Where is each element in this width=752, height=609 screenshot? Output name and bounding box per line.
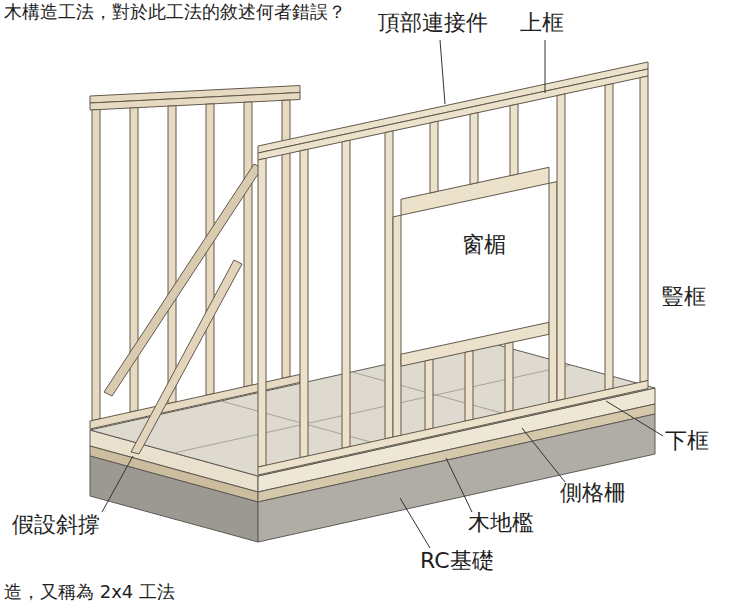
caption-fragment: 木構造工法，對於此工法的敘述何者錯誤？ xyxy=(4,2,346,23)
part-label: 下框 xyxy=(665,428,709,453)
stud xyxy=(640,76,648,382)
king-stud xyxy=(557,94,565,401)
part-label: 頂部連接件 xyxy=(378,10,488,35)
leader-lines xyxy=(102,40,663,548)
caption-fragment: 造，又稱為 2x4 工法 xyxy=(4,582,175,603)
cripple-stud xyxy=(465,351,473,421)
trimmer-stud xyxy=(549,182,557,403)
window-wall xyxy=(258,62,648,475)
stud xyxy=(244,102,252,387)
cap-plate xyxy=(258,62,648,153)
top-plate xyxy=(258,69,648,160)
temporary-brace xyxy=(131,260,242,454)
left-wall xyxy=(90,86,300,430)
cripple-stud xyxy=(425,359,433,430)
leader-line xyxy=(440,40,445,104)
leader-line xyxy=(522,428,565,482)
stud xyxy=(605,84,613,391)
trimmer-stud xyxy=(393,215,401,437)
cripple-stud xyxy=(510,104,518,176)
part-label: 側格柵 xyxy=(560,480,626,505)
leader-line xyxy=(102,456,133,512)
cripple-stud xyxy=(505,342,513,412)
stud xyxy=(168,106,176,404)
part-label: 假設斜撐 xyxy=(12,512,100,537)
cripple-stud xyxy=(470,113,478,185)
part-label: 窗楣 xyxy=(462,232,506,257)
window-sill xyxy=(401,322,549,366)
cripple-stud xyxy=(430,121,438,193)
part-label: 上框 xyxy=(520,10,564,35)
bottom-plate xyxy=(258,381,648,476)
bottom-plate xyxy=(90,374,300,429)
king-stud xyxy=(385,131,393,439)
top-plate xyxy=(90,93,300,111)
stud xyxy=(342,140,350,448)
stud xyxy=(258,158,266,467)
part-label: 木地檻 xyxy=(468,510,534,535)
leader-line xyxy=(606,401,663,436)
part-label: 豎框 xyxy=(662,284,706,309)
part-label: RC基礎 xyxy=(420,548,494,573)
stud xyxy=(300,149,308,458)
leader-line xyxy=(400,498,430,548)
leader-line xyxy=(545,40,546,93)
stud xyxy=(92,110,100,421)
leader-line xyxy=(446,458,472,512)
